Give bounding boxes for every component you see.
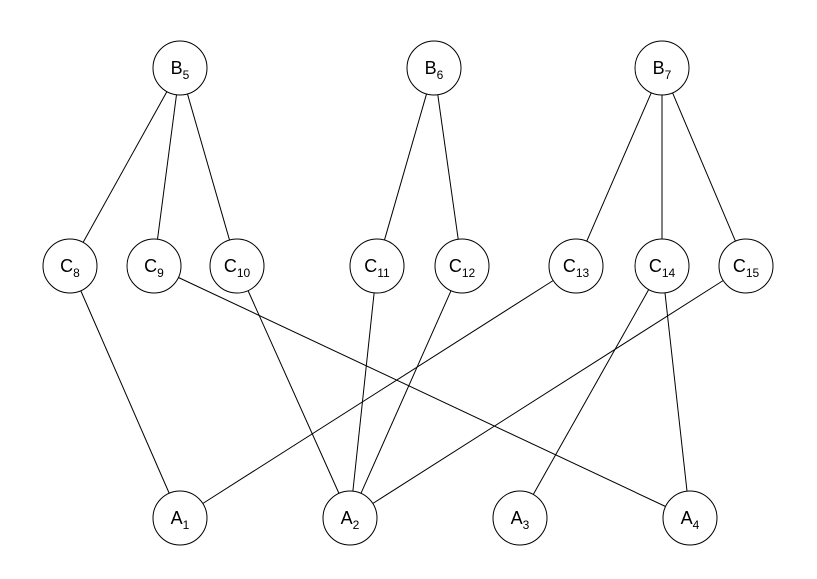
node-label: A3 xyxy=(511,508,530,532)
node-circle xyxy=(152,490,208,546)
node-label-subscript: 3 xyxy=(523,518,530,532)
node-label-base: C xyxy=(364,256,377,276)
node-label-base: C xyxy=(649,256,662,276)
node-label-base: B xyxy=(425,58,437,78)
node-circle xyxy=(662,490,718,546)
node-circle xyxy=(718,238,774,294)
node-label: B5 xyxy=(171,58,190,82)
edge-b5-c9 xyxy=(157,94,177,240)
node-a3: A3 xyxy=(492,490,548,546)
node-label: C9 xyxy=(144,256,164,280)
node-label-subscript: 9 xyxy=(157,266,164,280)
node-circle xyxy=(209,238,265,294)
edges xyxy=(80,91,736,507)
node-c15: C15 xyxy=(718,238,774,294)
node-label: A1 xyxy=(171,508,190,532)
node-label-subscript: 2 xyxy=(353,518,360,532)
node-circle xyxy=(548,238,604,294)
node-label-base: A xyxy=(681,508,693,528)
node-circle xyxy=(634,40,690,96)
node-label-base: C xyxy=(563,256,576,276)
node-label: C13 xyxy=(563,256,590,280)
node-label-base: C xyxy=(733,256,746,276)
node-label-subscript: 12 xyxy=(462,266,476,280)
edge-c8-a1 xyxy=(80,290,170,494)
node-c9: C9 xyxy=(126,238,182,294)
node-label-base: A xyxy=(511,508,523,528)
node-b7: B7 xyxy=(634,40,690,96)
node-label: C11 xyxy=(364,256,390,280)
node-label-subscript: 13 xyxy=(576,266,590,280)
node-label-subscript: 5 xyxy=(183,68,190,82)
edge-b6-c12 xyxy=(437,94,459,240)
node-c10: C10 xyxy=(209,238,265,294)
node-label: B6 xyxy=(425,58,444,82)
edge-c12-a2 xyxy=(360,290,452,494)
edge-b6-c11 xyxy=(383,93,428,241)
node-label: C12 xyxy=(449,256,476,280)
node-label: C10 xyxy=(224,256,251,280)
edge-b7-c13 xyxy=(586,92,652,242)
node-label-base: A xyxy=(341,508,353,528)
node-label-base: C xyxy=(224,256,237,276)
node-label-subscript: 1 xyxy=(183,518,190,532)
edge-c11-a2 xyxy=(352,292,375,492)
edge-b5-c10 xyxy=(186,93,231,241)
node-circle xyxy=(152,40,208,96)
node-label-subscript: 6 xyxy=(437,68,444,82)
node-c11: C11 xyxy=(349,238,405,294)
node-label: B7 xyxy=(653,58,672,82)
node-b6: B6 xyxy=(406,40,462,96)
node-c14: C14 xyxy=(634,238,690,294)
node-c8: C8 xyxy=(42,238,98,294)
node-a4: A4 xyxy=(662,490,718,546)
node-label-subscript: 11 xyxy=(377,266,390,280)
node-circle xyxy=(406,40,462,96)
node-a1: A1 xyxy=(152,490,208,546)
node-label: A2 xyxy=(341,508,360,532)
node-b5: B5 xyxy=(152,40,208,96)
edge-c14-a3 xyxy=(532,289,650,495)
node-label-subscript: 15 xyxy=(746,266,760,280)
node-circle xyxy=(42,238,98,294)
node-circle xyxy=(126,238,182,294)
node-a2: A2 xyxy=(322,490,378,546)
node-label: C8 xyxy=(60,256,80,280)
node-circle xyxy=(434,238,490,294)
edge-b5-c8 xyxy=(82,91,168,243)
node-label-base: C xyxy=(60,256,73,276)
edge-c15-a2 xyxy=(372,280,724,504)
node-c12: C12 xyxy=(434,238,490,294)
node-circle xyxy=(634,238,690,294)
node-label-subscript: 4 xyxy=(693,518,700,532)
node-circle xyxy=(492,490,548,546)
node-label: C14 xyxy=(649,256,676,280)
edge-c14-a4 xyxy=(664,292,688,492)
node-label-base: B xyxy=(171,58,183,78)
node-c13: C13 xyxy=(548,238,604,294)
node-label: C15 xyxy=(733,256,760,280)
edge-c13-a1 xyxy=(202,280,554,504)
edge-b7-c15 xyxy=(672,92,736,242)
node-label-subscript: 10 xyxy=(237,266,251,280)
node-label-base: B xyxy=(653,58,665,78)
node-label: A4 xyxy=(681,508,700,532)
edge-c10-a2 xyxy=(247,290,340,494)
node-label-base: C xyxy=(144,256,157,276)
node-label-base: C xyxy=(449,256,462,276)
node-label-subscript: 14 xyxy=(662,266,676,280)
node-label-subscript: 8 xyxy=(73,266,80,280)
node-label-subscript: 7 xyxy=(665,68,672,82)
node-label-base: A xyxy=(171,508,183,528)
node-circle xyxy=(322,490,378,546)
node-circle xyxy=(349,238,405,294)
